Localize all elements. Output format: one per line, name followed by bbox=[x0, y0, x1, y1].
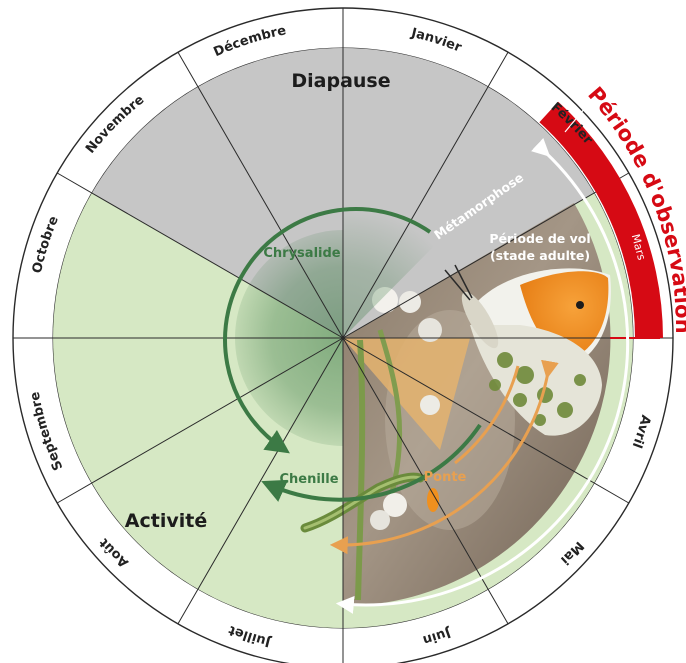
diapause-label: Diapause bbox=[291, 70, 390, 92]
flight-period-label-2: (stade adulte) bbox=[490, 248, 590, 263]
egg bbox=[427, 488, 439, 512]
chenille-label: Chenille bbox=[279, 472, 338, 487]
chrysalide-label: Chrysalide bbox=[263, 246, 340, 261]
ponte-label: Ponte bbox=[424, 470, 467, 485]
activite-label: Activité bbox=[125, 510, 207, 532]
flight-period-label-1: Période de vol bbox=[489, 231, 590, 246]
